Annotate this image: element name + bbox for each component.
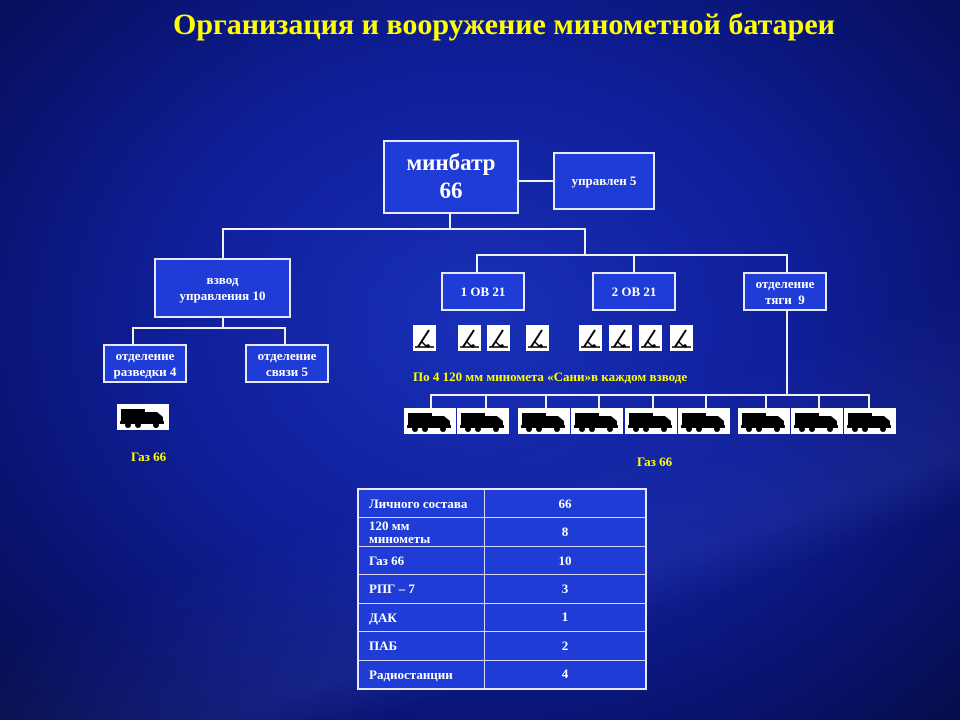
connector-line bbox=[476, 254, 478, 272]
table-cell-value: 8 bbox=[484, 517, 647, 547]
connector-line bbox=[430, 394, 870, 396]
truck-icon bbox=[518, 408, 570, 434]
table-cell-label: Газ 66 bbox=[357, 545, 485, 576]
table-cell-label: РПГ – 7 bbox=[357, 574, 485, 604]
connector-line bbox=[818, 394, 820, 408]
connector-line bbox=[284, 327, 286, 345]
mortar-icon bbox=[526, 325, 549, 351]
caption-mortars: По 4 120 мм минометa «Сани»в каждом взво… bbox=[413, 369, 688, 384]
connector-line bbox=[430, 394, 432, 408]
node-vzvod-upravleniya: взвод управления 10 bbox=[154, 258, 291, 318]
truck-icon bbox=[571, 408, 623, 434]
node-minbatr: минбатр 66 bbox=[383, 140, 519, 214]
table-cell-value: 1 bbox=[484, 602, 647, 633]
node-ov2: 2 ОВ 21 bbox=[592, 272, 676, 311]
connector-line bbox=[765, 394, 767, 408]
connector-line bbox=[222, 318, 224, 328]
table-cell-value: 4 bbox=[484, 659, 647, 690]
connector-line bbox=[222, 228, 586, 230]
connector-line bbox=[476, 254, 788, 256]
connector-line bbox=[449, 212, 451, 230]
connector-line bbox=[584, 228, 586, 254]
connector-line bbox=[786, 254, 788, 272]
mortar-icon bbox=[609, 325, 632, 351]
node-ov1: 1 ОВ 21 bbox=[441, 272, 525, 311]
table-cell-value: 10 bbox=[484, 545, 647, 576]
connector-line bbox=[652, 394, 654, 408]
table-cell-label: 120 мм минометы bbox=[357, 517, 485, 547]
truck-icon bbox=[738, 408, 790, 434]
mortar-icon bbox=[639, 325, 662, 351]
truck-icon bbox=[117, 404, 169, 430]
table-cell-value: 66 bbox=[484, 488, 647, 519]
connector-line bbox=[132, 327, 134, 345]
truck-icon bbox=[625, 408, 677, 434]
page-title: Организация и вооружение минометной бата… bbox=[173, 8, 835, 41]
connector-line bbox=[485, 394, 487, 408]
node-otdelenie-razvedki: отделение разведки 4 bbox=[103, 344, 187, 383]
connector-line bbox=[633, 254, 635, 272]
node-otdelenie-svyazi: отделение связи 5 bbox=[245, 344, 329, 383]
connector-line bbox=[517, 180, 553, 182]
mortar-icon bbox=[579, 325, 602, 351]
mortar-icon bbox=[413, 325, 436, 351]
connector-line bbox=[598, 394, 600, 408]
mortar-icon bbox=[458, 325, 481, 351]
node-otdelenie-tyagi: отделение тяги 9 bbox=[743, 272, 827, 311]
mortar-icon bbox=[670, 325, 693, 351]
truck-icon bbox=[844, 408, 896, 434]
table-cell-label: ПАБ bbox=[357, 631, 485, 661]
connector-line bbox=[786, 311, 788, 395]
truck-icon bbox=[791, 408, 843, 434]
caption-gaz-left: Газ 66 bbox=[131, 449, 167, 464]
connector-line bbox=[868, 394, 870, 408]
table-cell-label: Личного состава bbox=[357, 488, 485, 519]
node-upravlen: управлен 5 bbox=[553, 152, 655, 210]
table-cell-value: 2 bbox=[484, 631, 647, 661]
truck-icon bbox=[457, 408, 509, 434]
connector-line bbox=[545, 394, 547, 408]
caption-gaz-right: Газ 66 bbox=[637, 454, 673, 469]
table-cell-value: 3 bbox=[484, 574, 647, 604]
table-cell-label: ДАК bbox=[357, 602, 485, 633]
mortar-icon bbox=[487, 325, 510, 351]
connector-line bbox=[222, 228, 224, 258]
truck-icon bbox=[678, 408, 730, 434]
truck-icon bbox=[404, 408, 456, 434]
table-cell-label: Радиостанции bbox=[357, 659, 485, 690]
connector-line bbox=[132, 327, 286, 329]
connector-line bbox=[705, 394, 707, 408]
